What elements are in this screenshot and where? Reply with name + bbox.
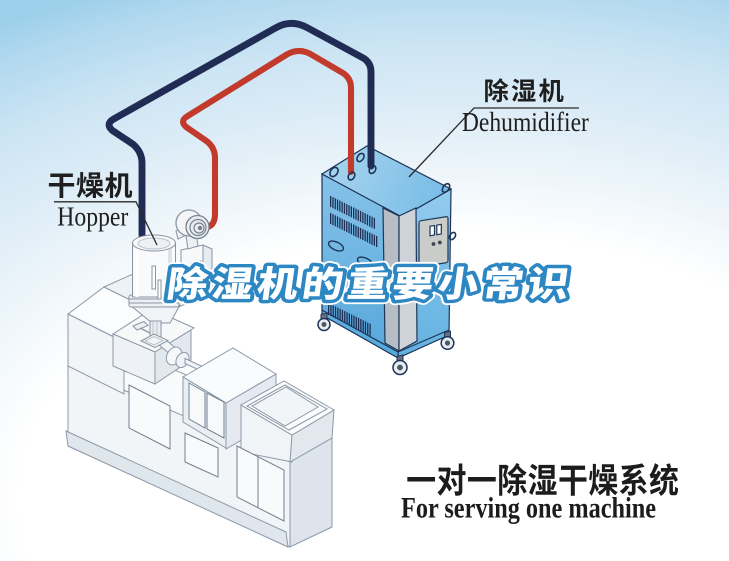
svg-text:Hopper: Hopper <box>57 201 128 232</box>
svg-text:For serving one machine: For serving one machine <box>401 493 656 525</box>
svg-text:Dehumidifier: Dehumidifier <box>462 106 589 137</box>
